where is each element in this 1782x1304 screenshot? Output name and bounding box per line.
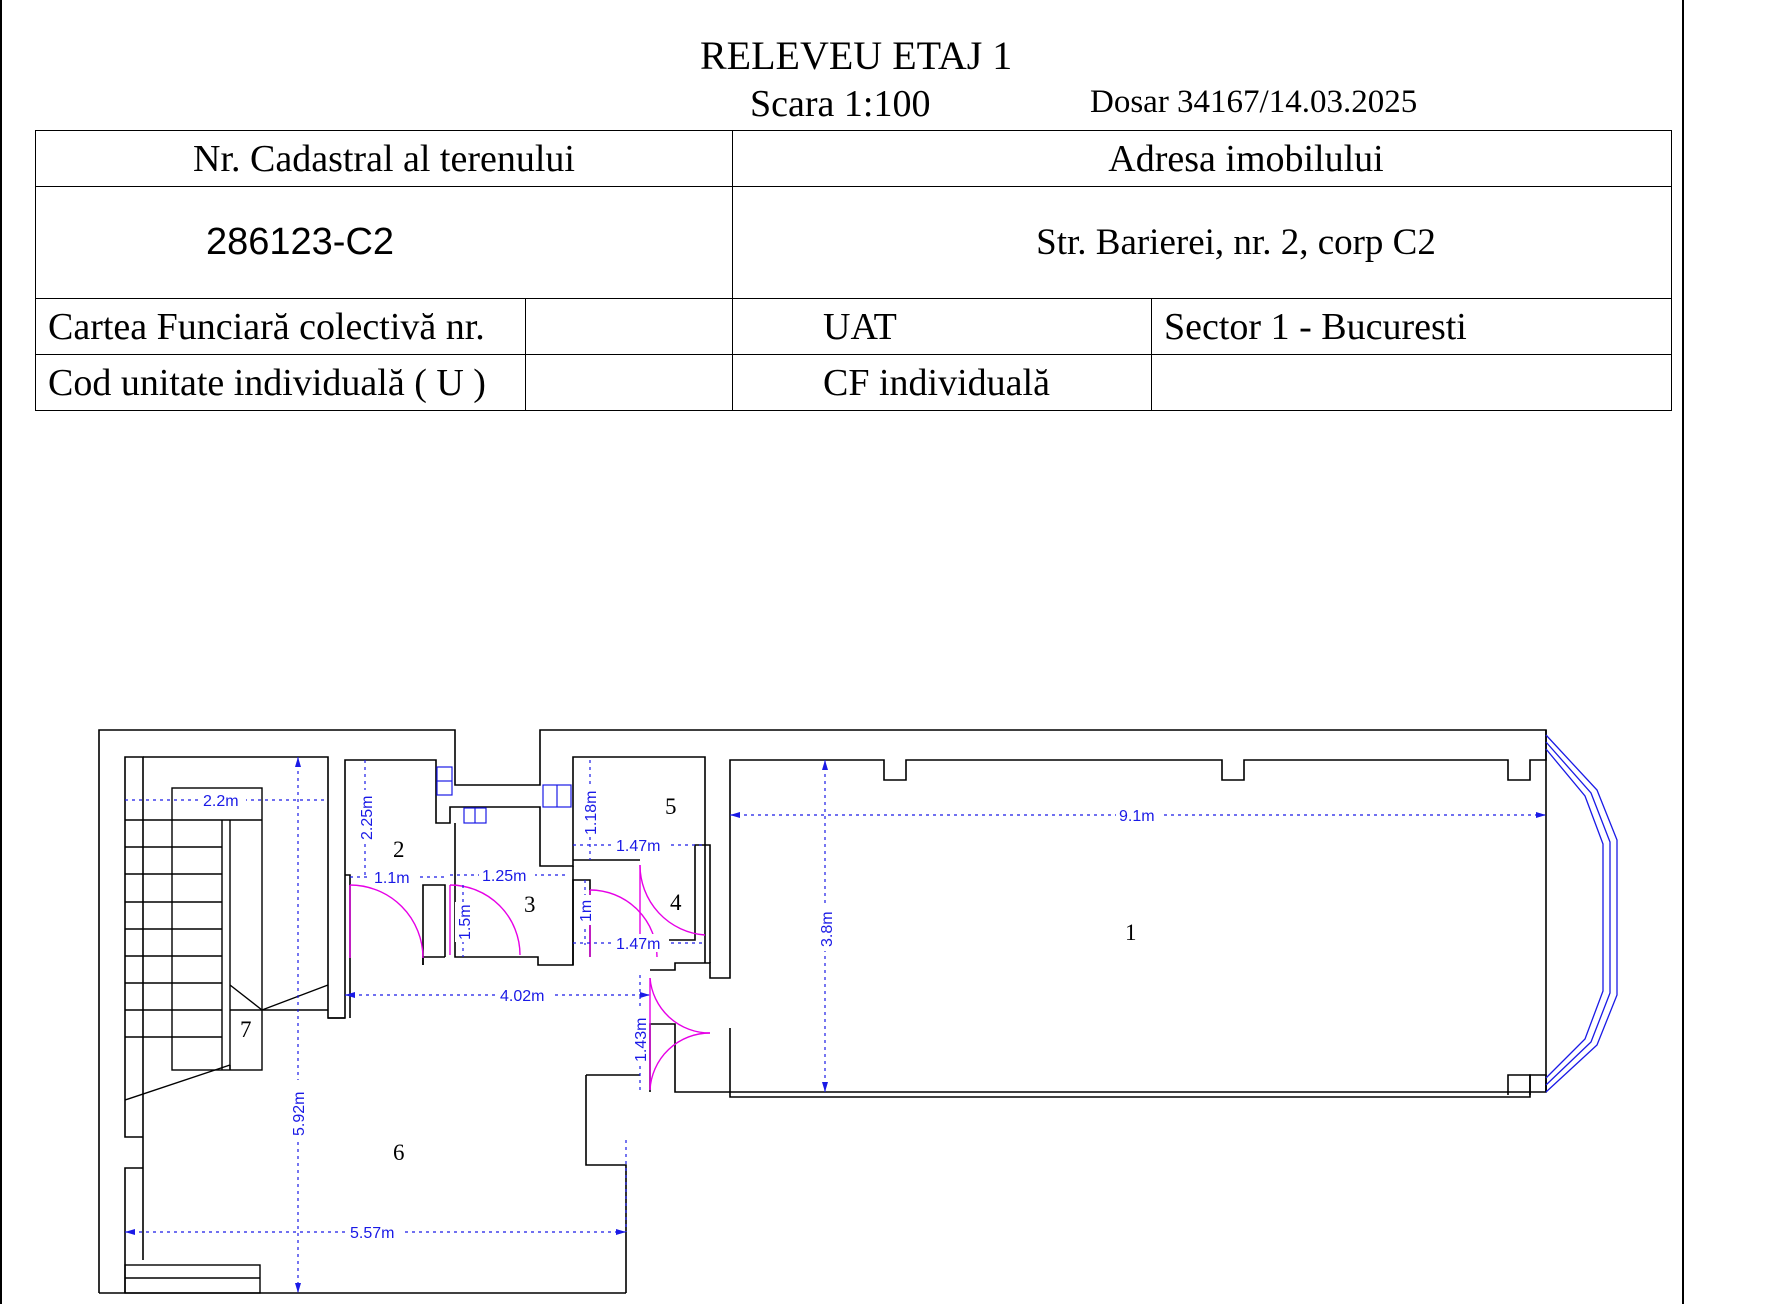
address-label: Adresa imobilului xyxy=(732,130,1672,187)
dimension-lines xyxy=(125,757,1546,1293)
dim-label-room4-depth: 1m xyxy=(578,900,595,922)
staircase xyxy=(124,787,329,1294)
room-number-1: 1 xyxy=(1125,920,1137,945)
cf-colectiva-label: Cartea Funciară colectivă nr. xyxy=(35,298,526,355)
dim-label-room6-width: 5.57m xyxy=(350,1225,394,1242)
dimension-arrows xyxy=(125,757,1546,1293)
room-number-2: 2 xyxy=(393,837,405,862)
dosar-number: Dosar 34167/14.03.2025 xyxy=(1090,84,1418,120)
room-number-3: 3 xyxy=(524,892,536,917)
dim-label-room3-width: 1.25m xyxy=(482,868,526,885)
dim-label-room5-width: 1.47m xyxy=(616,838,660,855)
cadastral-info-table: Nr. Cadastral al terenului Adresa imobil… xyxy=(35,130,1672,411)
bay-window xyxy=(1545,734,1618,1093)
sheet-left-border xyxy=(0,0,2,1304)
cf-individuala-label: CF individuală xyxy=(732,354,1152,411)
room-number-4: 4 xyxy=(670,890,682,915)
dim-label-door-opening: 1.43m xyxy=(633,1018,650,1062)
room-numbers: 1 2 3 4 5 6 7 xyxy=(240,794,1137,1165)
drawing-title: RELEVEU ETAJ 1 xyxy=(700,33,1013,78)
cadastral-number: 286123-C2 xyxy=(35,186,733,299)
cf-individuala-value xyxy=(1151,354,1672,411)
uat-value: Sector 1 - Bucuresti xyxy=(1151,298,1672,355)
room-number-7: 7 xyxy=(240,1017,252,1042)
drawing-scale: Scara 1:100 xyxy=(750,83,931,125)
dim-label-room4-width: 1.47m xyxy=(616,936,660,953)
dim-label-hall-width: 4.02m xyxy=(500,988,544,1005)
uat-label: UAT xyxy=(732,298,1152,355)
dim-label-room1-length: 9.1m xyxy=(1119,808,1155,825)
dim-label-room2-depth: 2.25m xyxy=(359,796,376,840)
dim-label-stair-width: 2.2m xyxy=(203,793,239,810)
room-number-6: 6 xyxy=(393,1140,405,1165)
vent-shafts xyxy=(436,766,572,824)
dim-label-room1-width: 3.8m xyxy=(819,911,836,947)
dimension-labels: 9.1m 3.8m 2.2m 2.25m 1.1m 1.25m 1.5m 1.1… xyxy=(198,785,1162,1242)
cod-unitate-label: Cod unitate individuală ( U ) xyxy=(35,354,526,411)
dim-label-room3-depth: 1.5m xyxy=(457,904,474,940)
dim-label-room2-width: 1.1m xyxy=(374,870,410,887)
cadastral-label: Nr. Cadastral al terenului xyxy=(35,130,733,187)
dim-label-room6-depth: 5.92m xyxy=(291,1092,308,1136)
cod-unitate-value xyxy=(525,354,733,411)
room-number-5: 5 xyxy=(665,794,677,819)
address-value: Str. Barierei, nr. 2, corp C2 xyxy=(732,186,1672,299)
sheet-right-border xyxy=(1682,0,1684,1304)
dim-label-room5-depth: 1.18m xyxy=(583,791,600,835)
